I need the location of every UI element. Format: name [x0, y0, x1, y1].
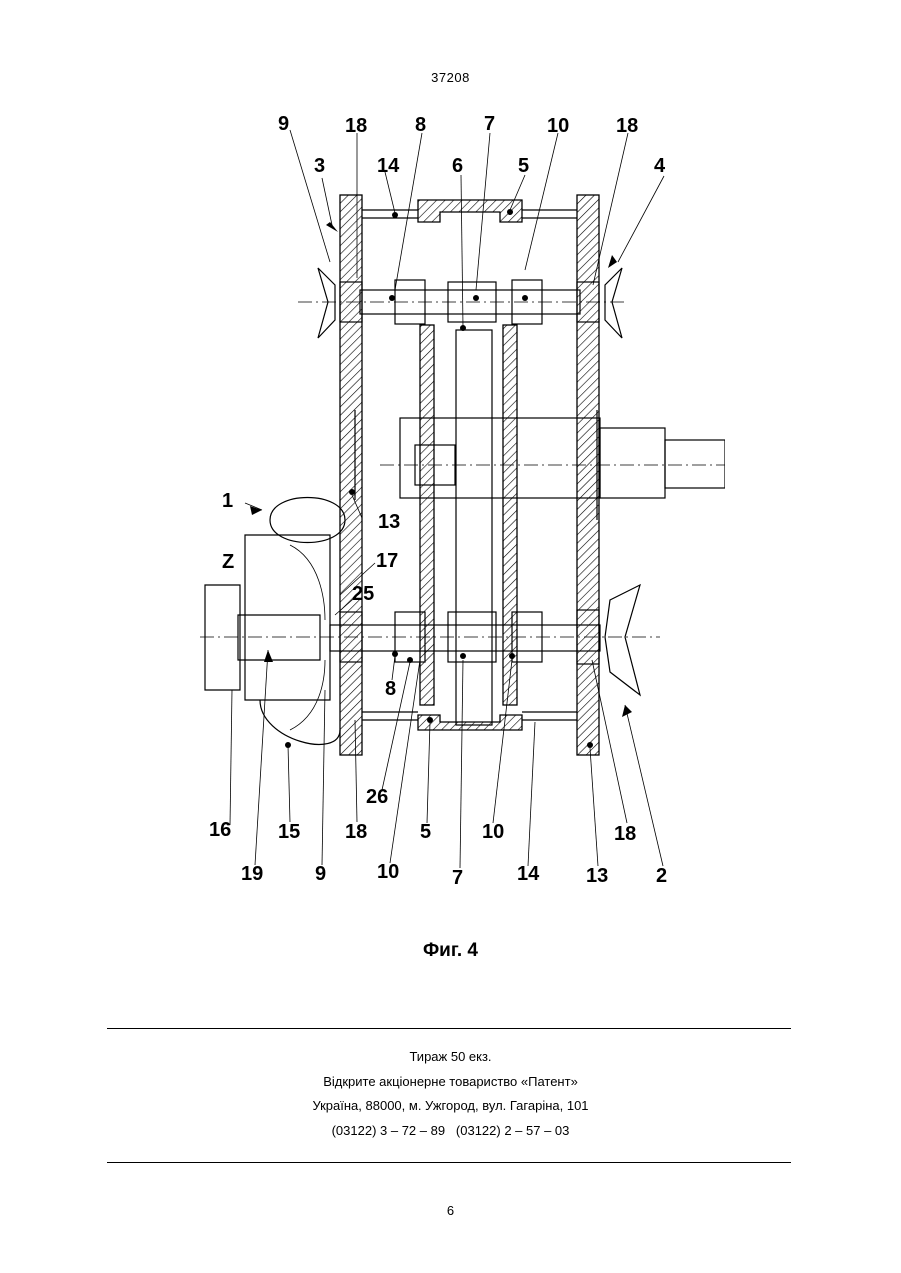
label-18-top-right: 18 [616, 115, 638, 137]
document-number: 37208 [0, 70, 901, 85]
label-18-top-left: 18 [345, 115, 367, 137]
label-13-mid: 13 [378, 511, 400, 533]
label-18-bottom-right: 18 [614, 823, 636, 845]
arrow-4 [608, 255, 617, 268]
label-19: 19 [241, 863, 263, 885]
label-14-top: 14 [377, 155, 400, 177]
label-25: 25 [352, 583, 374, 605]
divider-top [107, 1028, 791, 1029]
turbocharger-housing [205, 410, 355, 744]
label-2: 2 [656, 865, 667, 887]
publisher-name: Відкрите акціонерне товариство «Патент» [0, 1070, 901, 1095]
label-10-bottom: 10 [377, 861, 399, 883]
divider-bottom [107, 1162, 791, 1163]
label-7-top: 7 [484, 113, 495, 135]
technical-drawing: 9 18 8 7 10 18 3 14 6 5 4 1 13 Z 17 25 8… [180, 105, 725, 925]
publisher-imprint: Тираж 50 екз. Відкрите акціонерне товари… [0, 1045, 901, 1143]
label-Z: Z [222, 551, 234, 573]
arrow-19 [264, 650, 273, 662]
label-18-bottom-left: 18 [345, 821, 367, 843]
label-8-bottom: 8 [385, 678, 396, 700]
label-10-bottom-mid: 10 [482, 821, 504, 843]
label-6: 6 [452, 155, 463, 177]
label-17: 17 [376, 550, 398, 572]
label-5-bottom: 5 [420, 821, 431, 843]
label-9-bottom: 9 [315, 863, 326, 885]
figure-caption: Фиг. 4 [0, 940, 901, 962]
left-housing-wall [340, 195, 362, 755]
page-number: 6 [0, 1203, 901, 1218]
label-1: 1 [222, 490, 233, 512]
label-5-top: 5 [518, 155, 529, 177]
label-16: 16 [209, 819, 231, 841]
label-8-top: 8 [415, 114, 426, 136]
label-7-bottom: 7 [452, 867, 463, 889]
label-3: 3 [314, 155, 325, 177]
label-14-bottom: 14 [517, 863, 540, 885]
tie-rods [362, 210, 577, 720]
right-housing-wall [577, 195, 599, 755]
print-run: Тираж 50 екз. [0, 1045, 901, 1070]
label-4: 4 [654, 155, 666, 177]
label-15: 15 [278, 821, 300, 843]
label-9-top: 9 [278, 113, 289, 135]
label-26: 26 [366, 786, 388, 808]
label-10-top: 10 [547, 115, 569, 137]
label-13-bottom: 13 [586, 865, 608, 887]
publisher-address: Україна, 88000, м. Ужгород, вул. Гагарін… [0, 1094, 901, 1119]
publisher-phones: (03122) 3 – 72 – 89 (03122) 2 – 57 – 03 [0, 1119, 901, 1144]
